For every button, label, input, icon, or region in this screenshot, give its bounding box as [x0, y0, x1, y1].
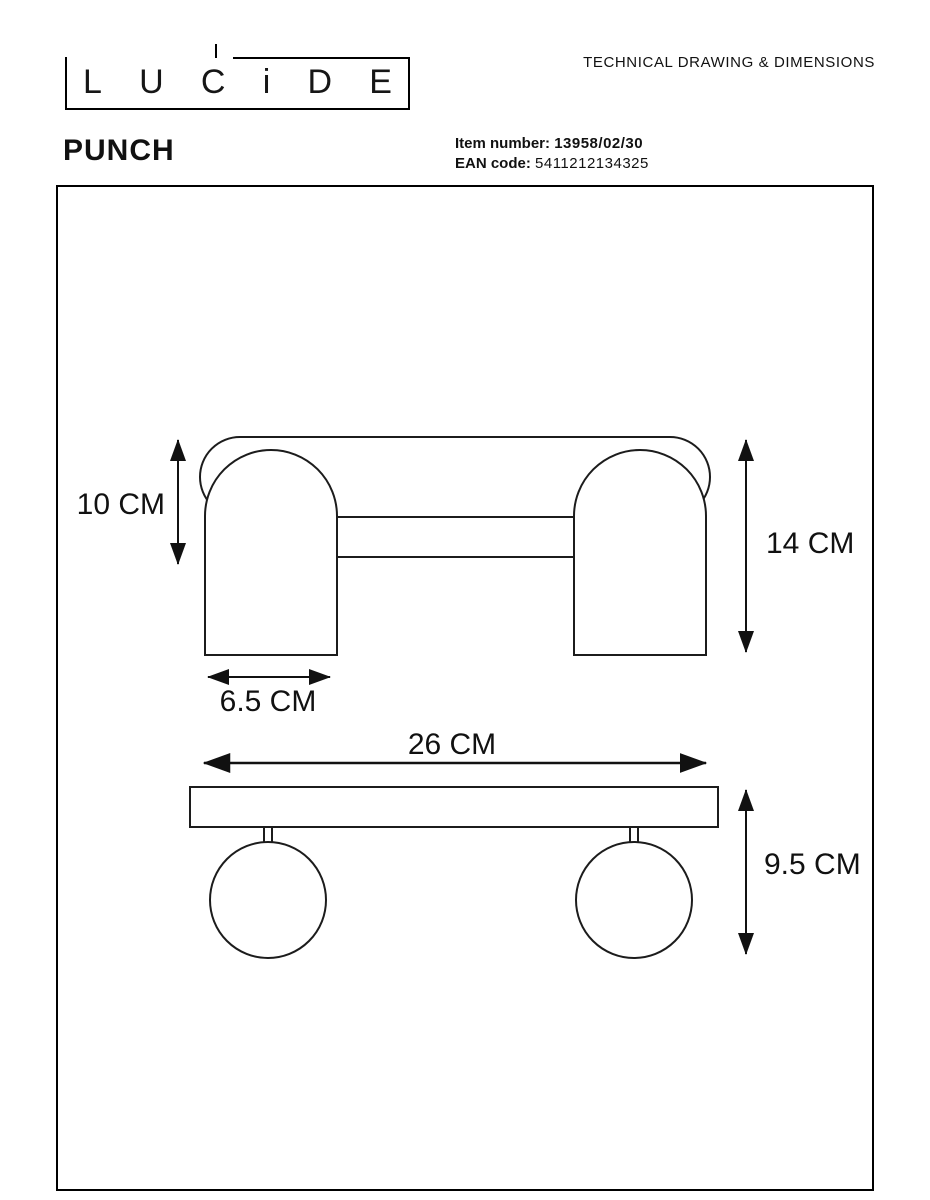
logo-letters: L U C i D E — [67, 57, 408, 108]
logo-letter: D — [307, 63, 333, 101]
logo-letter: i — [262, 63, 271, 101]
dim-label-14cm: 14 CM — [766, 527, 854, 560]
drawing-frame — [56, 185, 874, 1191]
logo-tick-mark — [215, 44, 218, 58]
logo-top-border — [232, 57, 410, 59]
logo-letter: U — [139, 63, 164, 101]
left-stem — [263, 826, 273, 844]
ean-value: 5411212134325 — [535, 155, 649, 172]
connector-bar — [336, 516, 575, 558]
ean-row: EAN code: 5411212134325 — [455, 154, 649, 174]
lucide-logo: L U C i D E — [65, 44, 410, 110]
dim-label-6-5cm: 6.5 CM — [220, 685, 317, 718]
logo-letter: L — [83, 63, 102, 101]
product-codes: Item number: 13958/02/30 EAN code: 54112… — [455, 134, 649, 174]
left-sphere — [209, 841, 327, 959]
mount-bar — [189, 786, 719, 828]
item-number-row: Item number: 13958/02/30 — [455, 134, 649, 154]
dim-label-9-5cm: 9.5 CM — [764, 848, 861, 881]
right-stem — [629, 826, 639, 844]
product-name: PUNCH — [63, 134, 175, 167]
logo-letter: E — [369, 63, 392, 101]
right-sphere — [575, 841, 693, 959]
document-title: TECHNICAL DRAWING & DIMENSIONS — [583, 54, 875, 71]
dim-label-26cm: 26 CM — [408, 728, 496, 761]
right-spot-head — [573, 449, 707, 656]
left-spot-head — [204, 449, 338, 656]
dim-label-10cm: 10 CM — [77, 488, 165, 521]
item-number-label: Item number: — [455, 135, 551, 152]
ean-label: EAN code: — [455, 155, 531, 172]
logo-letter: C — [200, 63, 226, 101]
item-number-value: 13958/02/30 — [554, 135, 644, 152]
